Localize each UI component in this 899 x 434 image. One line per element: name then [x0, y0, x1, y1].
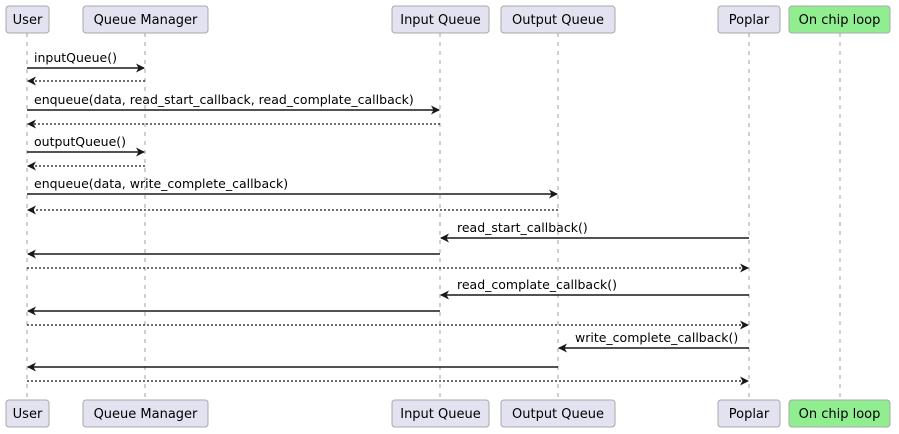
- message-arrowhead: [740, 376, 749, 386]
- message-label: enqueue(data, read_start_callback, read_…: [34, 92, 414, 107]
- participant-box-rect: [5, 399, 50, 428]
- message-arrowhead: [136, 63, 145, 73]
- participant-box-rect: [500, 399, 616, 428]
- message-arrowhead: [431, 105, 440, 115]
- message-m11-return[interactable]: [27, 263, 749, 273]
- participant-label: Input Queue: [400, 407, 481, 422]
- message-label: read_complate_callback(): [457, 277, 617, 292]
- footer-participants-layer: User Queue Manager Input Queue Output Queue…: [5, 399, 891, 428]
- participant-box-rect: [391, 5, 490, 34]
- message-arrowhead: [27, 362, 36, 372]
- participant-label: On chip loop: [799, 13, 881, 28]
- participant-label: On chip loop: [799, 407, 881, 422]
- participant-box-rect: [788, 399, 891, 428]
- message-arrowhead: [740, 320, 749, 330]
- participant-on_chip_loop-header[interactable]: On chip loop: [788, 5, 891, 34]
- participant-box-rect: [82, 399, 209, 428]
- message-m14-return[interactable]: [27, 320, 749, 330]
- message-m12-read-complate-callback[interactable]: read_complate_callback(): [440, 277, 749, 300]
- participant-input_queue-footer[interactable]: Input Queue: [391, 399, 490, 428]
- header-participants-layer: User Queue Manager Input Queue Output Queue…: [5, 5, 891, 34]
- message-arrowhead: [27, 306, 36, 316]
- message-m6-return[interactable]: [27, 161, 145, 171]
- message-label: inputQueue(): [34, 50, 117, 65]
- participant-box-rect: [82, 5, 209, 34]
- participant-box-rect: [5, 5, 50, 34]
- participant-box-rect: [500, 5, 616, 34]
- message-arrowhead: [27, 161, 36, 171]
- message-arrowhead: [549, 189, 558, 199]
- message-arrowhead: [136, 147, 145, 157]
- participant-poplar-footer[interactable]: Poplar: [717, 399, 781, 428]
- participant-label: Poplar: [729, 407, 770, 422]
- participant-output_queue-header[interactable]: Output Queue: [500, 5, 616, 34]
- participant-poplar-header[interactable]: Poplar: [717, 5, 781, 34]
- message-m8-return[interactable]: [27, 205, 558, 215]
- message-label: write_complete_callback(): [575, 330, 738, 345]
- message-m1-inputqueue[interactable]: inputQueue(): [27, 50, 145, 73]
- participant-queue_manager-footer[interactable]: Queue Manager: [82, 399, 209, 428]
- participant-on_chip_loop-footer[interactable]: On chip loop: [788, 399, 891, 428]
- message-m3-enqueue-data-read-start-callback-read-complate-callback[interactable]: enqueue(data, read_start_callback, read_…: [27, 92, 440, 115]
- message-label: enqueue(data, write_complete_callback): [34, 176, 288, 191]
- participant-label: User: [13, 407, 43, 422]
- message-arrowhead: [440, 233, 449, 243]
- participant-user-header[interactable]: User: [5, 5, 50, 34]
- message-m2-return[interactable]: [27, 76, 145, 86]
- participant-box-rect: [391, 399, 490, 428]
- message-arrowhead: [558, 343, 567, 353]
- message-m17-return[interactable]: [27, 376, 749, 386]
- participant-box-rect: [717, 399, 781, 428]
- participant-label: Poplar: [729, 13, 770, 28]
- participant-label: User: [13, 13, 43, 28]
- message-label: outputQueue(): [34, 134, 126, 149]
- lifelines-layer: [26, 33, 841, 400]
- participant-queue_manager-header[interactable]: Queue Manager: [82, 5, 209, 34]
- participant-label: Queue Manager: [94, 407, 198, 422]
- messages-layer: inputQueue() enqueue(data, read_start_cal…: [27, 50, 749, 386]
- message-m4-return[interactable]: [27, 119, 440, 129]
- message-arrowhead: [27, 119, 36, 129]
- participant-box-rect: [717, 5, 781, 34]
- message-arrowhead: [440, 290, 449, 300]
- message-m5-outputqueue[interactable]: outputQueue(): [27, 134, 145, 157]
- message-m13-return[interactable]: [27, 306, 440, 316]
- participant-label: Input Queue: [400, 13, 481, 28]
- participant-input_queue-header[interactable]: Input Queue: [391, 5, 490, 34]
- message-arrowhead: [27, 249, 36, 259]
- participant-label: Queue Manager: [94, 13, 198, 28]
- message-m16-return[interactable]: [27, 362, 558, 372]
- message-arrowhead: [27, 205, 36, 215]
- message-arrowhead: [740, 263, 749, 273]
- participant-box-rect: [788, 5, 891, 34]
- message-m15-write-complete-callback[interactable]: write_complete_callback(): [558, 330, 749, 353]
- message-m10-return[interactable]: [27, 249, 440, 259]
- message-m9-read-start-callback[interactable]: read_start_callback(): [440, 220, 749, 243]
- message-m7-enqueue-data-write-complete-callback[interactable]: enqueue(data, write_complete_callback): [27, 176, 558, 199]
- participant-output_queue-footer[interactable]: Output Queue: [500, 399, 616, 428]
- message-label: read_start_callback(): [457, 220, 588, 235]
- participant-label: Output Queue: [512, 13, 604, 28]
- participant-label: Output Queue: [512, 407, 604, 422]
- participant-user-footer[interactable]: User: [5, 399, 50, 428]
- message-arrowhead: [27, 76, 36, 86]
